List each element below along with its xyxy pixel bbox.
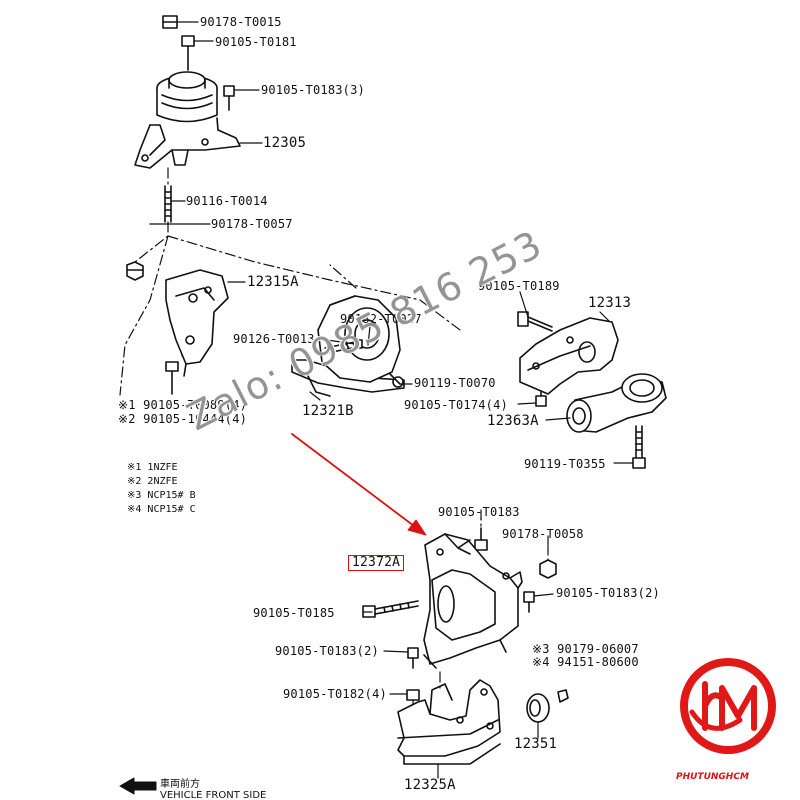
label-90105-T0183-2-right: 90105-T0183(2) [556,586,660,600]
label-90105-T0183: 90105-T0183 [438,505,520,519]
hcm-logo-icon [680,658,776,754]
legend-note-4: ※4 NCP15# C [127,504,196,515]
label-12305: 12305 [263,135,307,151]
brand-name: PHUTUNGHCM [676,772,749,782]
bolt-90105-T0185 [362,600,419,618]
bracket-12325A [397,679,501,765]
bolt-90105-T0089 [165,361,179,395]
vehicle-front-arrow-icon [119,777,157,795]
label-90179-06007: ※3 90179-06007 [532,642,639,656]
vehicle-front-jp: 車両前方 [160,779,200,790]
label-90178-T0057: 90178-T0057 [211,217,293,231]
highlight-arrow [291,433,427,536]
label-90105-T0183-3: 90105-T0183(3) [261,83,365,97]
bolt-90119-T0355 [632,425,646,469]
bolt-90105-T0181 [181,35,195,71]
label-12315A: 12315A [247,274,299,290]
label-12372A-highlighted: 12372A [348,555,405,571]
stud-90116-T0014 [164,185,172,223]
label-90105-T0185: 90105-T0185 [253,606,335,620]
bolt-90105-T0183 [223,85,235,111]
label-90119-T0355: 90119-T0355 [524,457,606,471]
label-90105-T0181: 90105-T0181 [215,35,297,49]
label-12363A: 12363A [487,413,539,429]
leader-lines [149,21,634,779]
bolt-90178-T0015 [162,15,178,29]
legend-note-2: ※2 2NZFE [127,476,178,487]
mount-12372A [423,533,523,669]
label-90116-T0014: 90116-T0014 [186,194,268,208]
label-90119-T0070: 90119-T0070 [414,376,496,390]
nut-90178-T0057 [126,261,144,281]
bracket-12315A [165,269,229,377]
engine-mount-12305 [134,71,241,169]
label-90105-T0182-4: 90105-T0182(4) [283,687,387,701]
bolt-90105-T0182 [406,689,420,701]
label-90105-T0189: 90105-T0189 [478,279,560,293]
label-12325A: 12325A [404,777,456,793]
label-90105-10444-4: ※2 90105-10444(4) [118,412,248,426]
label-12313: 12313 [588,295,632,311]
mount-12363A [566,373,667,433]
legend-note-3: ※3 NCP15# B [127,490,196,501]
bolt-90105-T0183-lower [407,647,419,669]
label-90105-T0174-4: 90105-T0174(4) [404,398,508,412]
label-90105-T0183-2-left: 90105-T0183(2) [275,644,379,658]
bushing-12351 [526,689,569,723]
label-94151-80600: ※4 94151-80600 [532,655,639,669]
vehicle-front-side-note: 車両前方 VEHICLE FRONT SIDE [160,779,266,800]
bracket-12313 [519,317,619,395]
legend-note-1: ※1 1NZFE [127,462,178,473]
label-90178-T0058: 90178-T0058 [502,527,584,541]
bolt-90105-T0189 [517,311,553,332]
bolt-90105-T0183-right [523,591,535,613]
label-90178-T0015: 90178-T0015 [200,15,282,29]
label-12321B: 12321B [302,403,354,419]
label-12351: 12351 [514,736,558,752]
label-90105-T0089-4: ※1 90105-T0089(4) [118,398,248,412]
bolt-90105-T0183-upper [474,527,488,551]
nut-90178-T0058 [539,559,557,579]
label-90126-T0013: 90126-T0013 [233,332,315,346]
vehicle-front-en: VEHICLE FRONT SIDE [160,790,267,800]
label-90182-T0027: 90182-T0027 [340,312,422,326]
